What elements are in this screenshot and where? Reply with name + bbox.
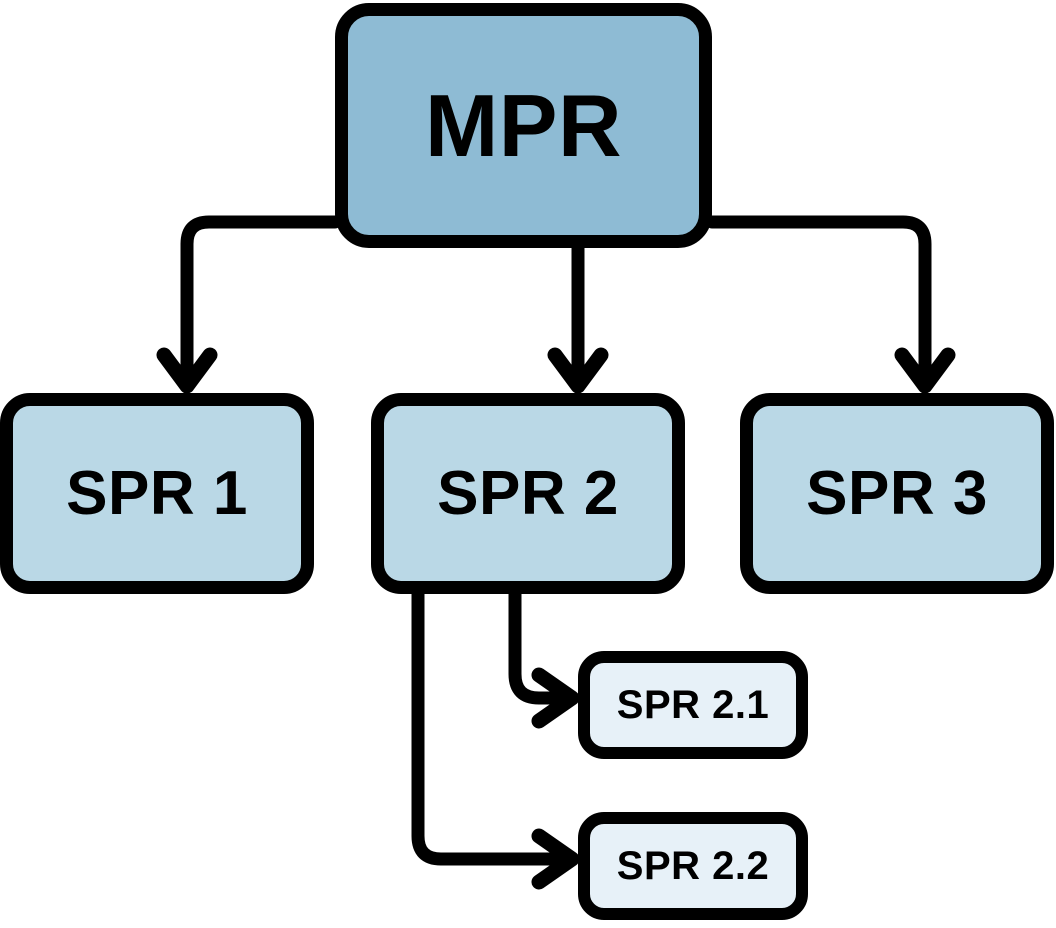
node-spr-2-2[interactable]: SPR 2.2 <box>578 812 808 920</box>
node-spr-1-label: SPR 1 <box>66 458 248 528</box>
edge-spr2-to-spr21 <box>508 587 569 705</box>
node-spr-2-label: SPR 2 <box>437 458 619 528</box>
arrowhead-spr1 <box>156 347 218 394</box>
node-spr-3-label: SPR 3 <box>806 458 988 528</box>
arrowhead-spr3 <box>894 347 956 394</box>
edge-mpr-to-spr3 <box>705 215 932 385</box>
edge-spr2-to-spr22 <box>411 587 569 866</box>
arrowhead-spr21 <box>531 667 580 729</box>
node-mpr-label: MPR <box>424 75 623 175</box>
node-spr-2-1-label: SPR 2.1 <box>616 683 770 727</box>
node-spr-2-2-label: SPR 2.2 <box>616 844 770 888</box>
arrowhead-spr2 <box>547 347 609 394</box>
node-spr-1[interactable]: SPR 1 <box>0 393 314 594</box>
node-mpr[interactable]: MPR <box>335 3 712 248</box>
node-spr-3[interactable]: SPR 3 <box>740 393 1054 594</box>
node-spr-2-1[interactable]: SPR 2.1 <box>578 651 808 759</box>
arrowhead-spr22 <box>531 828 580 890</box>
edge-mpr-to-spr1 <box>180 215 342 385</box>
node-spr-2[interactable]: SPR 2 <box>371 393 685 594</box>
